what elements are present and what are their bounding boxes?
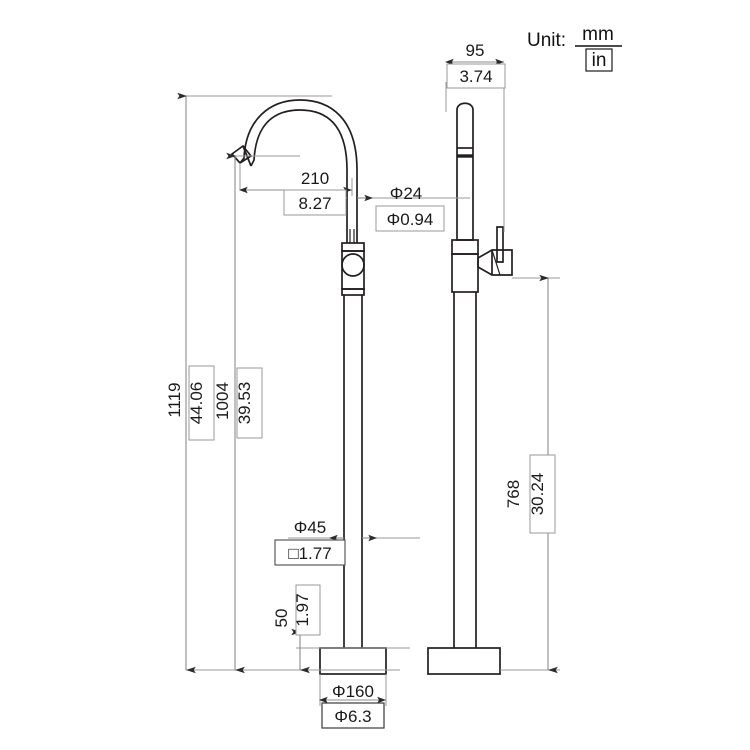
- unit-denominator: in: [592, 50, 607, 71]
- dim-768-mm: 768: [504, 480, 523, 508]
- dim-dia24-mm: Φ24: [390, 184, 422, 203]
- front-view: [230, 99, 387, 675]
- dim-1004-in: 39.53: [235, 382, 254, 425]
- valve-joint-circle: [341, 253, 365, 277]
- side-view: [427, 102, 513, 675]
- side-spout-body: [456, 102, 474, 241]
- dim-50-in-box: [295, 584, 321, 636]
- dim-768-in-box: [529, 454, 556, 534]
- unit-denominator-box: [585, 48, 613, 72]
- side-column-riser: [453, 292, 477, 648]
- dim-160-in-group: Φ6.3: [321, 702, 385, 729]
- spout-inner-curve: [250, 109, 348, 228]
- dim-dia45-mm: Φ45: [294, 518, 326, 537]
- dim-50-in-group: 1.97: [293, 584, 321, 636]
- dim-1119-mm: 1119: [165, 382, 184, 417]
- base-plate-side: [427, 647, 501, 675]
- dim-768-in: 30.24: [528, 473, 547, 516]
- dim-160-mm: Φ160: [332, 682, 374, 701]
- dim-1004-mm: 1004: [213, 382, 232, 420]
- dim-1119-in-box: [188, 365, 215, 441]
- valve-collar-bottom: [341, 288, 365, 296]
- side-handle-cam-diagonal: [491, 249, 501, 276]
- dim-210-in-box: [283, 189, 347, 216]
- unit-numerator: mm: [582, 24, 614, 45]
- dim-1004-in-group: 39.53: [235, 367, 263, 439]
- dim-95-in: 3.74: [459, 67, 492, 86]
- dim-1119-in-group: 44.06: [187, 365, 215, 441]
- dim-50-in: 1.97: [293, 593, 312, 626]
- spout-neck-inner-lines: [349, 229, 355, 243]
- dim-95-in-box: [446, 63, 506, 89]
- dim-210-in-group: 8.27: [283, 189, 347, 216]
- dim-50-mm: 50: [272, 609, 291, 628]
- dim-160-in-box: [321, 702, 385, 729]
- dim-768-in-group: 30.24: [528, 454, 556, 534]
- dim-dia45-in-group: □1.77: [274, 539, 346, 566]
- dim-dia24-in-box: [375, 205, 445, 232]
- dim-210-mm: 210: [301, 169, 329, 188]
- dim-95-mm: 95: [466, 41, 485, 60]
- dim-160-in: Φ6.3: [334, 707, 371, 726]
- dim-dia24-in: Φ0.94: [387, 210, 434, 229]
- spout-neck: [346, 228, 358, 243]
- dim-dia45-in-box: [274, 539, 346, 566]
- dim-95-in-group: 3.74: [446, 63, 506, 89]
- dim-1119-in: 44.06: [187, 382, 206, 425]
- unit-label: Unit:: [527, 30, 566, 51]
- dim-1004-in-box: [236, 367, 263, 439]
- column-riser: [343, 295, 363, 648]
- side-valve-body: [451, 253, 479, 293]
- spout-outer-curve: [239, 99, 358, 228]
- unit-denominator-group: in: [585, 48, 613, 72]
- dim-dia24-in-group: Φ0.94: [375, 205, 445, 232]
- dim-dia45-in: □1.77: [288, 544, 331, 563]
- dim-210-in: 8.27: [298, 194, 331, 213]
